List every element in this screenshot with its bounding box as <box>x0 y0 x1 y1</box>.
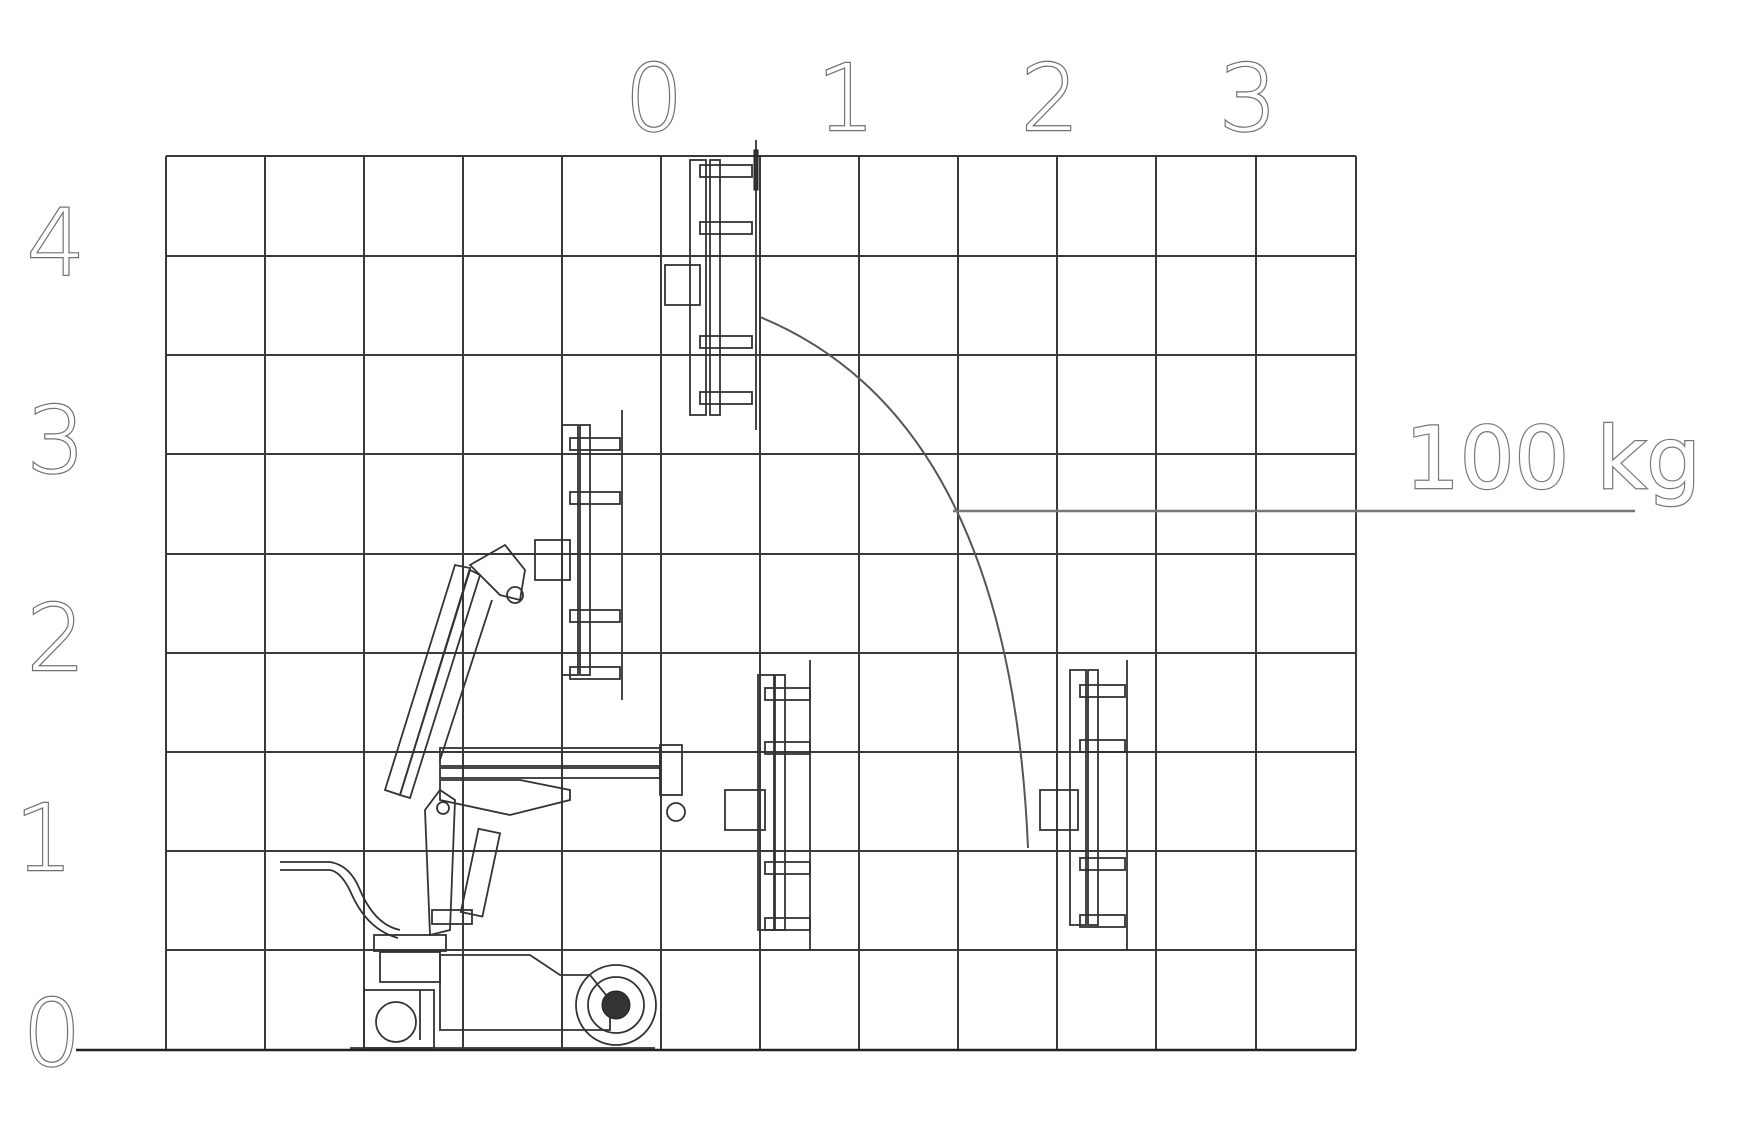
vacuum-lifter-top <box>664 140 759 430</box>
grid <box>165 155 1357 1050</box>
mast <box>424 788 502 937</box>
x-axis-label-3: 3 <box>1219 45 1278 152</box>
vacuum-lifter-mid <box>534 410 623 700</box>
vacuum-lifter-low <box>724 660 811 950</box>
y-axis-label-2: 2 <box>27 585 86 692</box>
y-axis-label-4: 4 <box>27 190 86 297</box>
y-axis-label-1: 1 <box>15 785 74 892</box>
reach-arc <box>759 316 1029 849</box>
x-axis-label-0: 0 <box>625 45 684 152</box>
vacuum-lifter-far <box>1039 660 1128 950</box>
load-label: 100 kg <box>1405 409 1701 509</box>
hose <box>280 861 401 931</box>
drive-wheel <box>575 964 657 1046</box>
machine-base <box>350 934 655 1049</box>
raised-arm <box>383 543 526 800</box>
x-axis-label-1: 1 <box>817 45 876 152</box>
y-axis-label-3: 3 <box>27 387 86 494</box>
y-axis-label-0: 0 <box>23 980 82 1087</box>
lower-arm <box>436 744 686 822</box>
x-axis-label-2: 2 <box>1021 45 1080 152</box>
